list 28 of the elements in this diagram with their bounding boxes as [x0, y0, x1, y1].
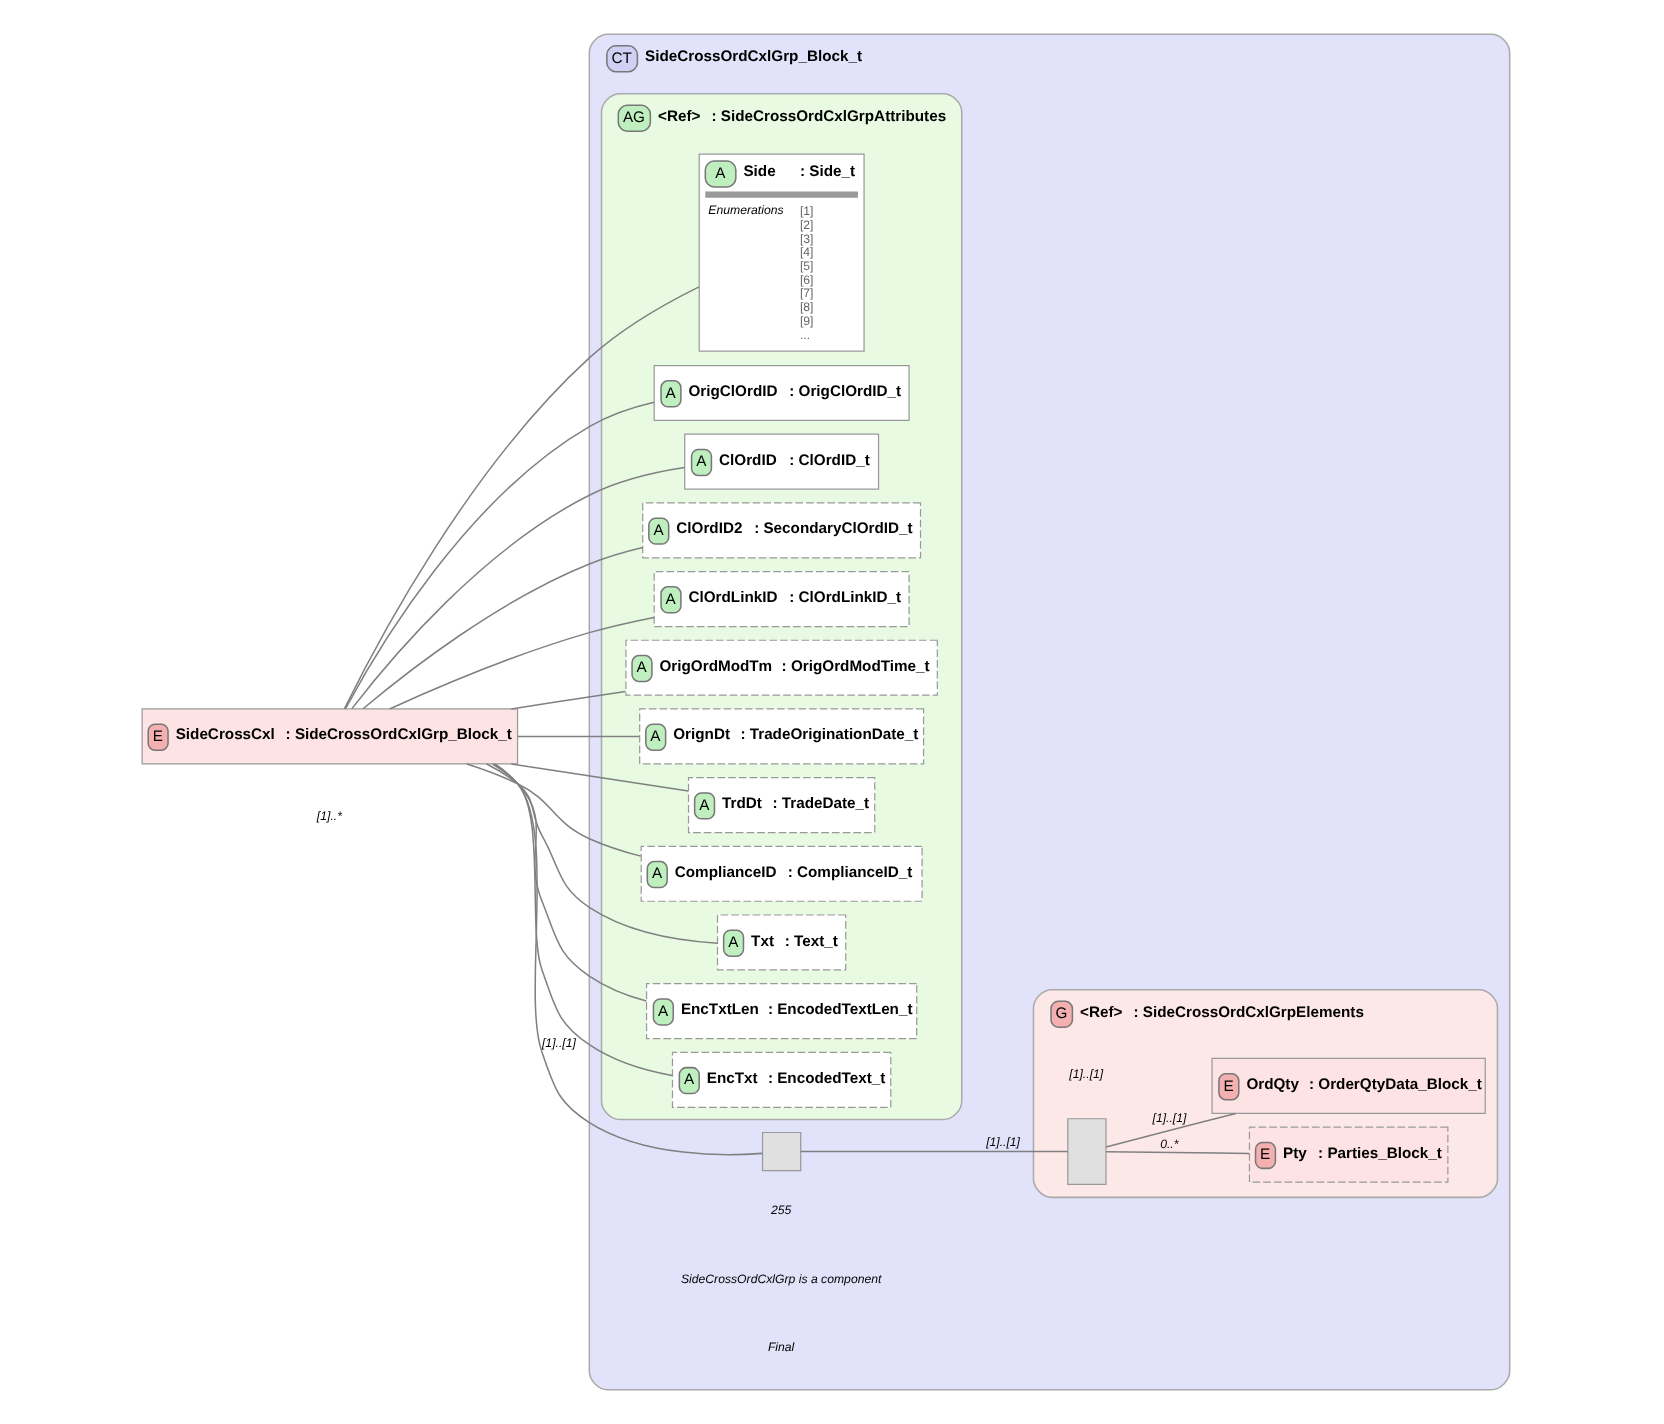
connector: [343, 286, 700, 710]
node-box: [1067, 1118, 1107, 1185]
connector: [362, 546, 644, 710]
node-box: A ComplianceID : ComplianceID_t: [640, 845, 923, 902]
connector: [510, 763, 689, 792]
node-box: A EncTxtLen : EncodedTextLen_t: [645, 983, 918, 1040]
node-box: A OrigClOrdID : OrigClOrdID_t: [653, 364, 910, 422]
connector: [494, 763, 763, 1156]
node-box: A Txt : Text_t: [716, 914, 847, 971]
node-box: E OrdQty : OrderQtyData_Block_t: [1211, 1057, 1486, 1115]
node-box: E SideCrossCxl : SideCrossOrdCxlGrp_Block_t: [141, 708, 519, 765]
connector: [491, 763, 648, 1002]
connector: [1105, 1151, 1250, 1155]
connector: [466, 763, 642, 857]
connector: [799, 1150, 1069, 1153]
node-box: A OrignDt : TradeOriginationDate_t: [639, 708, 925, 765]
node-box: A ClOrdID2 : SecondaryClOrdID_t: [642, 502, 922, 559]
node-box: E Pty : Parties_Block_t: [1248, 1126, 1449, 1183]
connector: [510, 690, 627, 710]
node-box: A OrigOrdModTm : OrigOrdModTime_t: [625, 639, 938, 696]
connector: [351, 466, 686, 710]
connector: [517, 735, 641, 738]
connector: [1105, 1112, 1237, 1148]
node-box: A TrdDt : TradeDate_t: [687, 777, 876, 834]
node-box: [761, 1131, 802, 1172]
node-box: A ClOrdID : ClOrdID_t: [684, 433, 880, 490]
node-box: A EncTxt : EncodedText_t: [671, 1051, 892, 1108]
node-box: A ClOrdLinkID : ClOrdLinkID_t: [653, 570, 910, 628]
